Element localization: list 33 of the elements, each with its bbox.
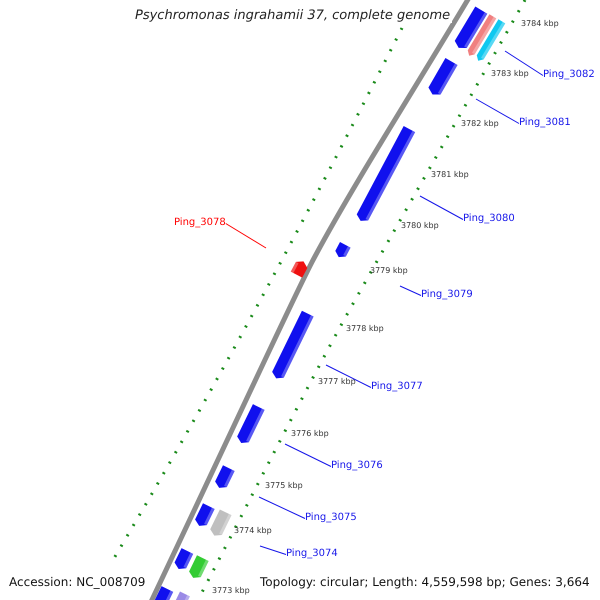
scale-label: 3773 kbp [212,586,250,595]
leader-line [258,496,306,519]
scale-label: 3777 kbp [318,377,356,386]
scale-label: 3780 kbp [401,221,439,230]
gene-label: Ping_3079 [421,288,473,301]
footer-text: Topology: circular; Length: 4,559,598 bp; Genes: 3,664 [260,575,590,589]
leader-line [420,196,464,220]
gene-label: Ping_3082 [543,68,595,81]
gene-label: Ping_3074 [286,547,338,560]
leader-line [284,444,332,467]
scale-label: 3783 kbp [491,69,529,78]
leader-line [225,223,266,248]
gene-label: Ping_3078 [174,216,226,229]
scale-label: 3784 kbp [521,19,559,28]
scale-label: 3778 kbp [346,324,384,333]
scale-label: 3782 kbp [461,119,499,128]
gene-label: Ping_3081 [519,116,571,129]
title: Psychromonas ingrahamii 37, complete genome [133,8,452,23]
gene-label: Ping_3077 [371,380,423,393]
leader-line [504,50,544,76]
scale-label: 3775 kbp [265,481,303,490]
leader-line [260,546,286,555]
leader-line [326,364,372,388]
footer-text: Accession: NC_008709 [9,575,146,589]
scale-label: 3776 kbp [291,429,329,438]
leader-line [476,98,520,124]
gene-label: Ping_3080 [463,212,515,225]
leader-line [400,286,422,296]
scale-label: 3779 kbp [370,266,408,275]
scale-label: 3781 kbp [431,170,469,179]
scale-label: 3774 kbp [234,526,272,535]
gene-label: Ping_3075 [305,511,357,524]
gene-label: Ping_3076 [331,459,383,472]
